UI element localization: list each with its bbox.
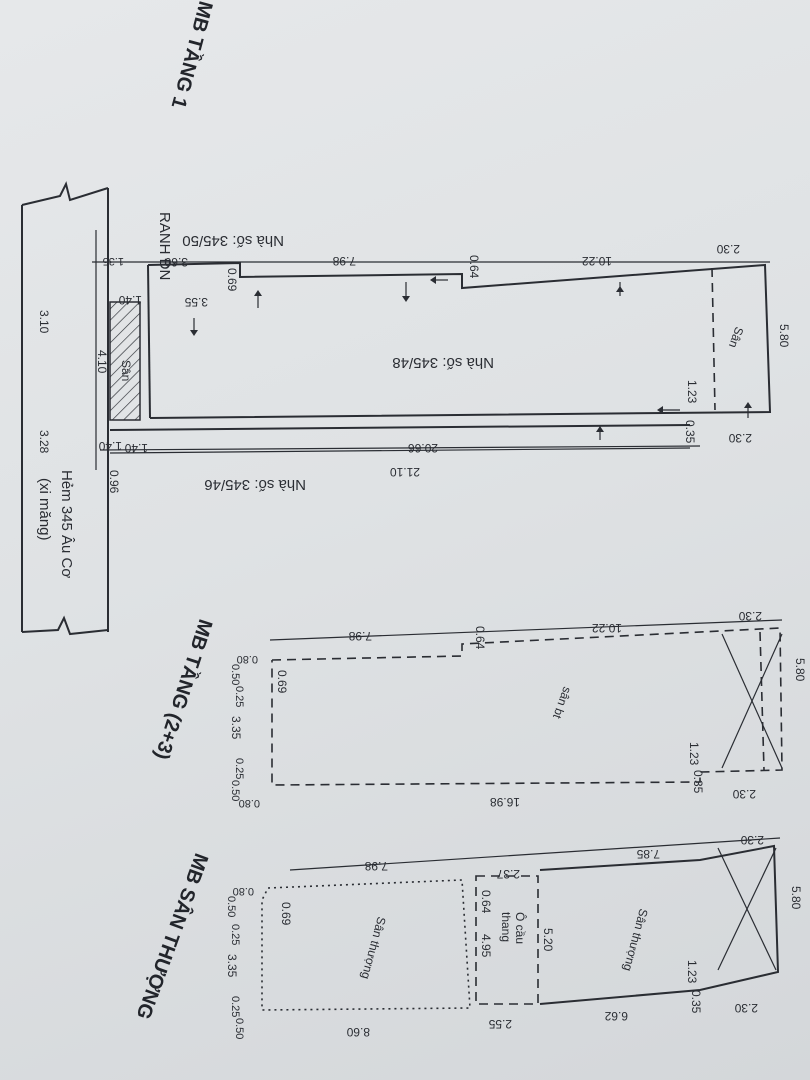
- dim: 0.35: [691, 770, 705, 794]
- floor23-outline: [271, 627, 783, 786]
- dim: 5.80: [777, 324, 791, 348]
- dim: 6.62: [604, 1009, 628, 1023]
- dim: 0.25: [233, 686, 245, 707]
- dim: 0.69: [275, 670, 289, 694]
- floor1-plan: RANH ĐN Nhà số: 345/50 Nhà số: 345/48 Nh…: [21, 181, 791, 636]
- dim-line-bottom: [99, 445, 701, 451]
- cross-2: [721, 633, 783, 769]
- alley-label-line1: Hẻm 345 Âu Cơ: [58, 470, 75, 578]
- dim: 2.30: [738, 609, 762, 623]
- house-345-48-label: Nhà số: 345/48: [392, 354, 494, 371]
- dim: 8.60: [346, 1025, 370, 1039]
- dim: 10.22: [582, 254, 612, 268]
- dim: 1.23: [687, 742, 701, 766]
- dim: 4.10: [95, 350, 109, 374]
- break-line-bottom: [21, 615, 109, 636]
- dim: 0.50: [225, 896, 237, 917]
- dim: 2.55: [488, 1017, 512, 1031]
- dim: 2.30: [728, 431, 752, 445]
- dim: 3.60: [164, 255, 188, 269]
- stair-label-line1: Ô cầu: [513, 912, 528, 944]
- boundary-label: RANH ĐN: [156, 212, 173, 280]
- dim: 0.64: [479, 890, 493, 914]
- house-345-50-label: Nhà số: 345/50: [182, 232, 284, 249]
- dim: 1.40: [124, 441, 148, 455]
- stair-label-line2: thang: [499, 912, 513, 942]
- front-yard-label: Sân: [119, 360, 133, 381]
- dim: 0.25: [233, 758, 245, 779]
- dim: 2.37: [496, 867, 520, 881]
- neighbour-345-46-edge: [109, 447, 691, 454]
- dim: 5.20: [541, 928, 555, 952]
- roof-cross-2: [717, 847, 777, 971]
- dim: 0.80: [239, 797, 260, 809]
- dim: 1.40: [118, 293, 142, 307]
- dim: 0.35: [683, 420, 697, 444]
- house-345-46-label: Nhà số: 345/46: [204, 476, 306, 493]
- dim: 0.64: [467, 255, 481, 279]
- roof-plan: Sân thượng Sân thượng Ô cầu thang 2.30 7…: [225, 833, 803, 1039]
- roof-front-terrace: [261, 879, 471, 1011]
- dim: 16.98: [490, 795, 520, 809]
- title-floor23: MB TẦNG (2+3): [150, 616, 217, 762]
- dim: 7.85: [636, 847, 660, 861]
- dim: 10.22: [592, 621, 622, 635]
- dim: 5.80: [793, 658, 807, 682]
- front-yard-hatch: [109, 301, 141, 421]
- back-yard-label: Sân: [726, 325, 746, 350]
- dim: 0.69: [279, 902, 293, 926]
- dim: 0.50: [229, 664, 241, 685]
- roof-back-terrace-label: Sân thượng: [621, 907, 651, 972]
- dim: 5.80: [789, 886, 803, 910]
- dim: 0.25: [229, 924, 241, 945]
- dim: 0.80: [237, 653, 258, 665]
- neighbour-345-46-line: [109, 424, 691, 431]
- balcony-label: sân bt: [550, 685, 575, 721]
- dim: 7.98: [332, 254, 356, 268]
- dim: 0.69: [225, 268, 239, 292]
- roof-front-terrace-label: Sân thượng: [359, 915, 389, 980]
- flow-arrows: [190, 276, 752, 440]
- stair-well: [475, 875, 539, 1005]
- dim: 2.30: [740, 833, 764, 847]
- dim: 1.23: [685, 960, 699, 984]
- house-345-48-outline: [147, 261, 772, 419]
- alley-label-line2: (xi măng): [36, 478, 53, 541]
- dim: 0.35: [689, 990, 703, 1014]
- dim: 2.30: [734, 1001, 758, 1015]
- floor23-dim-top: [269, 619, 783, 641]
- dim: 21.10: [390, 465, 420, 479]
- dim: 1.23: [685, 380, 699, 404]
- title-floor1: MB TẦNG 1: [167, 0, 218, 111]
- dim: 0.25: [229, 996, 241, 1017]
- dim: 3.55: [184, 295, 208, 309]
- back-yard-dashed-line: [711, 267, 716, 411]
- dim: 4.95: [479, 934, 493, 958]
- dim: 1.40: [98, 439, 122, 453]
- title-roof: MB SÂN THƯỢNG: [132, 850, 214, 1022]
- dim: 3.10: [37, 310, 51, 334]
- break-line-top: [21, 181, 109, 206]
- dim: 1.35: [103, 255, 124, 267]
- dim: 7.98: [364, 859, 388, 873]
- dim: 20.66: [408, 441, 438, 455]
- dim: 0.50: [229, 780, 241, 801]
- front-wall-line: [147, 264, 151, 419]
- dim: 7.98: [348, 629, 372, 643]
- dim: 2.30: [732, 787, 756, 801]
- roof-back-terrace: [539, 844, 780, 1005]
- dim: 0.50: [233, 1018, 245, 1039]
- dim: 0.96: [107, 470, 121, 494]
- dim: 2.30: [716, 242, 740, 256]
- floor23-plan: sân bt 2.30 10.22 0.64 7.98 0.80 0.50 0.…: [229, 609, 807, 809]
- dim: 3.28: [37, 430, 51, 454]
- roof-dim-top: [289, 837, 781, 871]
- floor23-inner-line: [759, 631, 765, 771]
- dim: 3.35: [229, 716, 243, 740]
- dim: 3.35: [225, 954, 239, 978]
- dim: 0.64: [473, 626, 487, 650]
- dim: 0.80: [233, 885, 254, 897]
